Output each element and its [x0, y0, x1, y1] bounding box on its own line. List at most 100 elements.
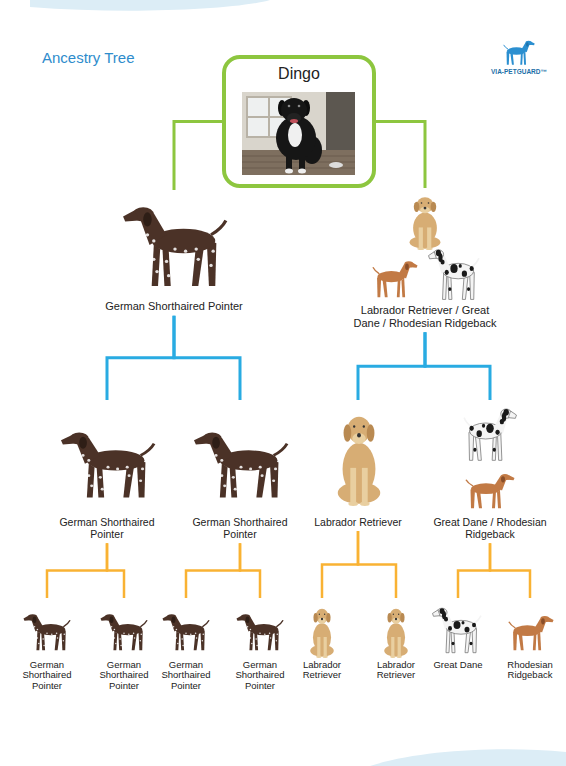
great-dane-figure — [429, 250, 479, 300]
pointer-figure — [61, 433, 154, 498]
ridgeback-figure — [509, 616, 554, 650]
tree-connector — [376, 122, 425, 189]
coat-spot — [101, 488, 104, 491]
dog-tail — [274, 444, 287, 456]
breed-name: German Shorthaired Pointer — [101, 300, 247, 313]
coat-spot — [270, 637, 272, 638]
labrador-figure — [338, 417, 381, 506]
dog-neck — [535, 619, 547, 633]
dog-ear — [172, 617, 176, 624]
coat-spot — [232, 476, 235, 479]
dog-leg — [498, 434, 502, 461]
labrador-figure — [310, 609, 333, 658]
coat-spot — [269, 633, 271, 634]
coat-spot — [220, 459, 223, 462]
photo-wall — [242, 92, 355, 175]
coat-spot — [255, 638, 257, 639]
coat-spot — [477, 430, 482, 437]
dog-muzzle — [420, 207, 430, 213]
coat-spot — [436, 250, 441, 256]
dog-paw — [417, 247, 424, 250]
dog-leg — [391, 637, 394, 656]
dog-leg — [324, 637, 327, 656]
coat-spot — [264, 634, 266, 635]
coat-spot — [444, 617, 448, 622]
coat-spot — [195, 247, 198, 250]
dog-leg — [362, 468, 368, 503]
coat-spot — [448, 626, 452, 631]
dog-ear — [387, 613, 391, 623]
coat-spot — [274, 468, 277, 471]
coat-spot — [440, 608, 445, 614]
coat-spot — [473, 448, 476, 452]
coat-spot — [482, 424, 485, 428]
corner-decoration — [30, 0, 270, 11]
coat-spot — [469, 426, 473, 431]
coat-spot — [486, 424, 494, 433]
breed-name: German Shorthaired Pointer — [93, 660, 155, 691]
coat-spot — [128, 634, 130, 635]
dog-muzzle — [23, 616, 30, 621]
coat-spot — [234, 488, 237, 491]
dog-leg — [87, 464, 95, 498]
breed-name: Great Dane — [427, 660, 489, 670]
coat-spot — [120, 645, 122, 646]
coat-spot — [82, 454, 85, 457]
great-dane-figure — [464, 409, 516, 460]
coat-spot — [259, 633, 261, 634]
dog-tail — [504, 45, 508, 49]
dog-muzzle — [123, 210, 139, 221]
coat-spot — [250, 629, 252, 630]
coat-spot — [196, 637, 198, 638]
dog-paw — [360, 502, 370, 506]
coat-spot — [459, 264, 462, 268]
dog-tail — [509, 622, 515, 628]
coat-spot — [500, 419, 504, 424]
coat-spot — [134, 637, 136, 638]
dog-leg — [401, 278, 405, 297]
dog-tail — [140, 620, 147, 627]
dog-tail — [464, 418, 472, 427]
dog-eye — [353, 425, 355, 428]
dog-neck — [76, 438, 100, 464]
dog-ear — [431, 202, 437, 212]
coat-spot — [239, 466, 242, 469]
coat-spot — [445, 270, 449, 275]
dog-tail — [474, 616, 481, 624]
dog-paw — [316, 656, 321, 658]
grandparent-breed: Labrador Retriever — [298, 400, 418, 531]
dog-ear — [405, 264, 409, 271]
coat-spot — [99, 476, 102, 479]
dingo-photo — [242, 92, 355, 175]
corner-decoration — [370, 749, 566, 766]
dog-neck — [244, 617, 256, 631]
dog-eye — [324, 613, 325, 614]
coat-spot — [38, 643, 40, 644]
dingo-chest — [288, 123, 302, 147]
subject-box: Dingo — [222, 55, 376, 188]
dingo-eye — [288, 105, 291, 108]
dog-ear — [526, 42, 529, 46]
dog-neck — [170, 617, 182, 631]
coat-spot — [195, 633, 197, 634]
coat-spot — [173, 626, 175, 627]
coat-spot — [470, 642, 473, 645]
parent-breed: German Shorthaired Pointer — [99, 190, 249, 316]
dog-ear — [344, 424, 352, 441]
dog-paw — [323, 656, 328, 658]
coat-spot — [177, 643, 179, 644]
tree-connector — [458, 543, 490, 598]
dingo-body — [276, 116, 316, 160]
pointer-figure — [194, 433, 287, 498]
coat-spot — [46, 633, 48, 634]
coat-spot — [106, 466, 109, 469]
labrador-figure — [410, 197, 441, 250]
coat-spot — [114, 629, 116, 630]
coat-spot — [493, 448, 496, 452]
tree-connector — [174, 316, 240, 400]
coat-spot — [63, 640, 65, 641]
ancestor-breed: German Shorthaired Pointer — [155, 598, 217, 694]
dog-eye — [428, 202, 430, 204]
